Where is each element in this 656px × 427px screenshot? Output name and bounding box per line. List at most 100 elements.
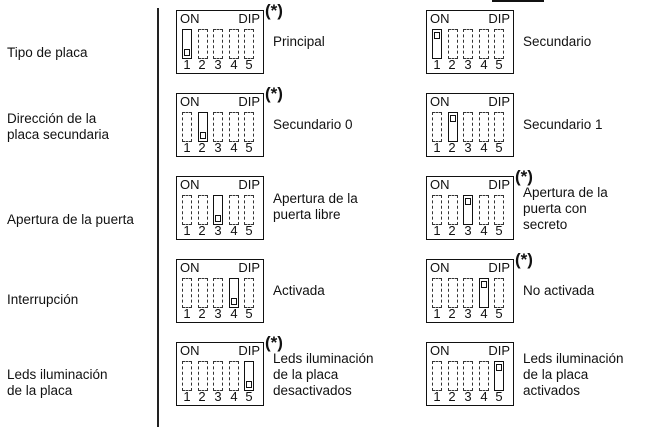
dip-switch-slot-3	[213, 361, 223, 391]
switch-number: 2	[198, 140, 206, 155]
default-setting-marker: (*)	[265, 333, 283, 352]
dip-switch-slot-3	[463, 278, 473, 308]
switch-number: 1	[433, 306, 441, 321]
dip-switch-slot-1	[182, 112, 192, 142]
dip-switch-slot-4	[229, 361, 239, 391]
dip-switch-slot-1	[432, 195, 442, 225]
on-label: ON	[180, 177, 200, 192]
switch-number: 1	[433, 223, 441, 238]
on-label: ON	[430, 11, 450, 26]
dip-switch-slot-1	[182, 29, 192, 59]
row-label: Apertura de la puerta	[7, 212, 134, 227]
dip-switch-slot-3	[463, 361, 473, 391]
on-label: ON	[180, 11, 200, 26]
switch-number: 2	[448, 306, 456, 321]
dip-label: DIP	[488, 11, 510, 26]
dip-switch-slot-5	[494, 278, 504, 308]
switch-number: 5	[245, 223, 253, 238]
switch-number: 3	[214, 389, 222, 404]
switch-number: 3	[464, 389, 472, 404]
on-label: ON	[180, 94, 200, 109]
row-label: Interrupción	[7, 292, 79, 307]
dip-switch-slot-4	[229, 112, 239, 142]
dip-switch-slot-4	[479, 278, 489, 308]
switch-number: 4	[230, 140, 238, 155]
switch-number: 5	[495, 306, 503, 321]
switch-number: 4	[480, 306, 488, 321]
dip-switch-slot-2	[198, 29, 208, 59]
switch-number: 5	[245, 140, 253, 155]
setting-caption: Secundario 1	[523, 117, 603, 132]
switch-number: 1	[183, 223, 191, 238]
setting-caption: Activada	[273, 283, 325, 298]
row-label: Tipo de placa	[7, 45, 88, 60]
dip-switch-slot-2	[198, 112, 208, 142]
switch-number: 3	[464, 223, 472, 238]
on-label: ON	[430, 177, 450, 192]
switch-number: 5	[495, 140, 503, 155]
top-divider-fragment	[492, 0, 544, 2]
switch-number: 4	[230, 57, 238, 72]
switch-number: 1	[183, 140, 191, 155]
setting-caption: Secundario 0	[273, 117, 353, 132]
switch-number: 3	[214, 223, 222, 238]
switch-number: 2	[198, 306, 206, 321]
dip-switch-slot-4	[479, 112, 489, 142]
switch-number: 5	[245, 57, 253, 72]
dip-switch-slot-2	[198, 278, 208, 308]
switch-knob-down	[200, 132, 206, 139]
row-label: Dirección de la placa secundaria	[7, 111, 110, 142]
dip-label: DIP	[488, 94, 510, 109]
switch-number: 4	[230, 223, 238, 238]
switch-number: 4	[480, 223, 488, 238]
dip-switch-slot-4	[229, 278, 239, 308]
switch-number: 2	[198, 57, 206, 72]
setting-caption: No activada	[523, 283, 595, 298]
switch-knob-down	[246, 381, 252, 388]
switch-knob-up	[434, 32, 440, 39]
dip-switch-slot-2	[198, 361, 208, 391]
switch-number: 1	[183, 57, 191, 72]
switch-number: 4	[230, 306, 238, 321]
switch-number: 1	[433, 389, 441, 404]
switch-number: 3	[214, 140, 222, 155]
switch-number: 2	[198, 223, 206, 238]
dip-switch-slot-5	[244, 112, 254, 142]
switch-number: 3	[464, 306, 472, 321]
dip-label: DIP	[488, 177, 510, 192]
dip-switch-slot-1	[182, 195, 192, 225]
on-label: ON	[430, 343, 450, 358]
dip-switch-slot-5	[244, 361, 254, 391]
dip-switch-slot-4	[229, 29, 239, 59]
switch-number: 4	[480, 57, 488, 72]
dip-label: DIP	[238, 94, 260, 109]
on-label: ON	[430, 94, 450, 109]
dip-switch-slot-1	[182, 278, 192, 308]
setting-caption: Leds iluminación de la placa activados	[523, 351, 624, 398]
switch-number: 3	[464, 140, 472, 155]
dip-switch-slot-5	[494, 29, 504, 59]
dip-switch-slot-2	[448, 112, 458, 142]
switch-number: 2	[198, 389, 206, 404]
dip-switch-slot-3	[213, 29, 223, 59]
dip-switch-slot-1	[432, 112, 442, 142]
switch-number: 2	[448, 140, 456, 155]
dip-switch-slot-1	[182, 361, 192, 391]
switch-number: 2	[448, 223, 456, 238]
default-setting-marker: (*)	[515, 167, 533, 186]
switch-number: 5	[245, 389, 253, 404]
dip-label: DIP	[488, 343, 510, 358]
switch-number: 5	[245, 306, 253, 321]
switch-knob-down	[184, 49, 190, 56]
switch-knob-up	[481, 281, 487, 288]
switch-number: 4	[230, 389, 238, 404]
dip-switch-slot-2	[198, 195, 208, 225]
on-label: ON	[180, 343, 200, 358]
